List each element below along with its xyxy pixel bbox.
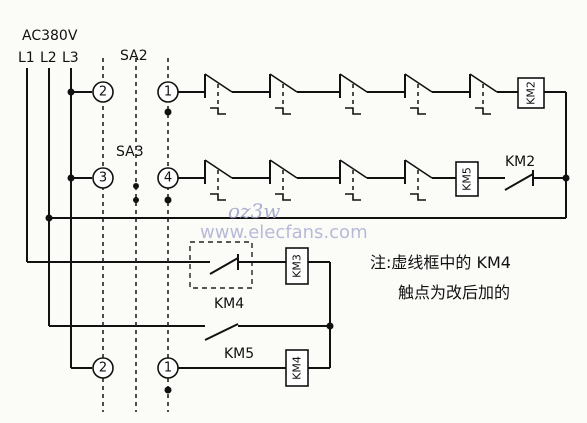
row3-lower-dot <box>164 386 172 394</box>
contact-km5-label: KM5 <box>224 346 254 362</box>
supply-voltage-label: AC380V <box>22 28 78 44</box>
row2-left-terminal <box>92 167 114 189</box>
km4-contact-blade <box>209 257 239 275</box>
row1-left-terminal-number: 2 <box>99 85 107 100</box>
km4-dashed-box <box>189 241 253 289</box>
phase-l1-label: L1 <box>18 50 35 66</box>
row3-left-terminal <box>92 357 114 379</box>
coil-km2-label: KM2 <box>525 81 538 105</box>
right-junction-dot <box>562 174 570 182</box>
watermark-line-2: www.elecfans.com <box>200 222 368 243</box>
row1-right-terminal-number: 1 <box>164 85 172 100</box>
coil-km3-label: KM3 <box>291 254 304 278</box>
row1-junction-dot <box>67 88 75 96</box>
bus-junction-dot <box>45 214 53 222</box>
note-line-2: 触点为改后加的 <box>398 283 510 302</box>
row1-left-terminal <box>92 81 114 103</box>
switch-sa2-label: SA2 <box>120 48 148 64</box>
phase-l3-label: L3 <box>62 50 79 66</box>
row2-left-terminal-number: 3 <box>99 171 107 186</box>
switch-sa3-label: SA3 <box>116 144 144 160</box>
km2-contact-blade <box>504 173 534 191</box>
phase-l2-label: L2 <box>40 50 57 66</box>
row2-junction-dot <box>67 174 75 182</box>
coil-km5-label: KM5 <box>461 167 474 191</box>
watermark-line-1: oz3w <box>228 199 280 223</box>
coil-km3-box <box>285 247 309 285</box>
contact-km4-label: KM4 <box>214 296 244 312</box>
contact-km2-label: KM2 <box>505 154 535 170</box>
row2-switch-dot-lower <box>133 197 139 203</box>
row3-left-terminal-number: 2 <box>99 361 107 376</box>
km5-contact-blade <box>204 323 239 341</box>
row1-pushbutton-chain <box>178 73 518 115</box>
row2-right-terminal-number: 4 <box>164 171 172 186</box>
coil-km4-label: KM4 <box>291 356 304 380</box>
row2-switch-dot-upper <box>133 183 139 189</box>
row3-right-terminal-number: 1 <box>164 361 172 376</box>
row2-pushbutton-chain <box>178 159 456 201</box>
row2-lower-dot <box>164 196 172 204</box>
row1-lower-dot <box>164 108 172 116</box>
note-line-1: 注:虚线框中的 KM4 <box>370 253 511 272</box>
